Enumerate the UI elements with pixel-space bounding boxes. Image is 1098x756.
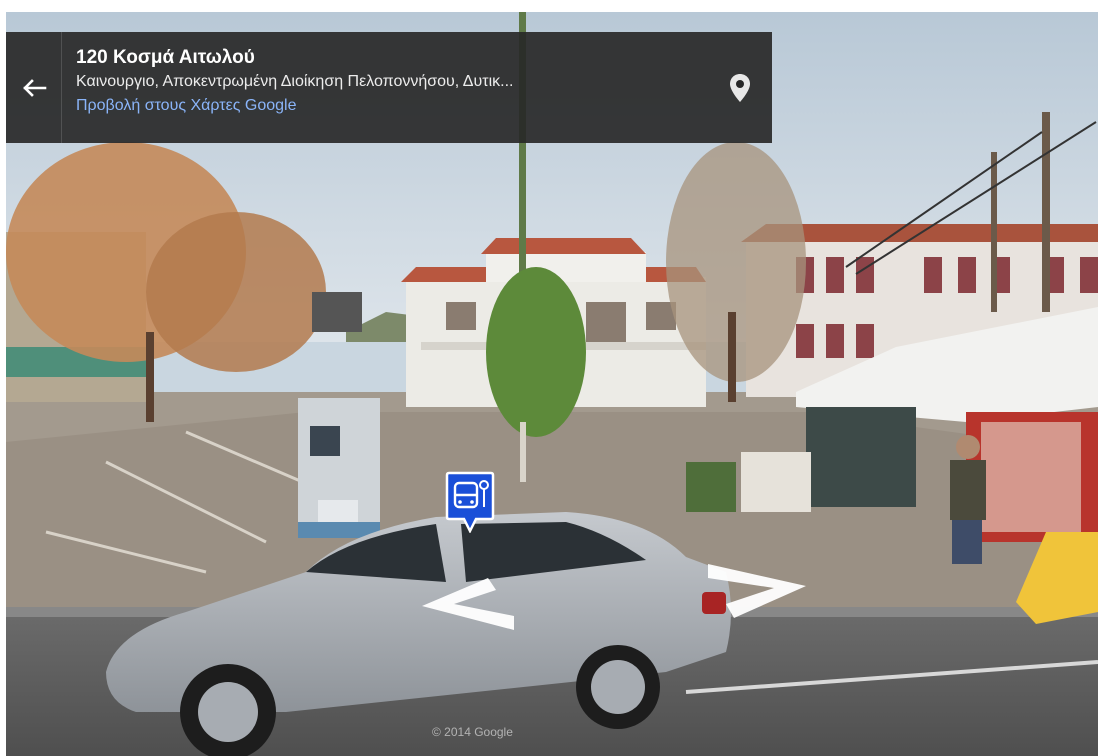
navigate-left-arrow[interactable] [410,572,522,639]
view-in-google-maps-link[interactable]: Προβολή στους Χάρτες Google [76,97,297,114]
bus-stop-marker[interactable] [445,471,495,534]
arrow-left-icon [22,78,46,97]
map-pin-button[interactable] [708,32,772,143]
chevron-right-icon [708,564,806,618]
back-button[interactable] [6,32,62,143]
panorama-scene [6,12,1098,756]
map-pin-icon [730,73,750,102]
street-view-panorama[interactable] [6,12,1098,756]
copyright-notice: © 2014 Google [432,725,513,739]
address-block: 120 Κοσμά Αιτωλού Καινουργιο, Αποκεντρωμ… [62,32,708,143]
address-subtitle: Καινουργιο, Αποκεντρωμένη Διοίκηση Πελοπ… [76,73,514,90]
navigate-right-arrow[interactable] [700,560,812,627]
chevron-left-icon [422,578,514,630]
address-info-card: 120 Κοσμά Αιτωλού Καινουργιο, Αποκεντρωμ… [6,32,772,143]
address-title: 120 Κοσμά Αιτωλού [76,47,255,68]
bus-stop-icon [445,471,495,534]
